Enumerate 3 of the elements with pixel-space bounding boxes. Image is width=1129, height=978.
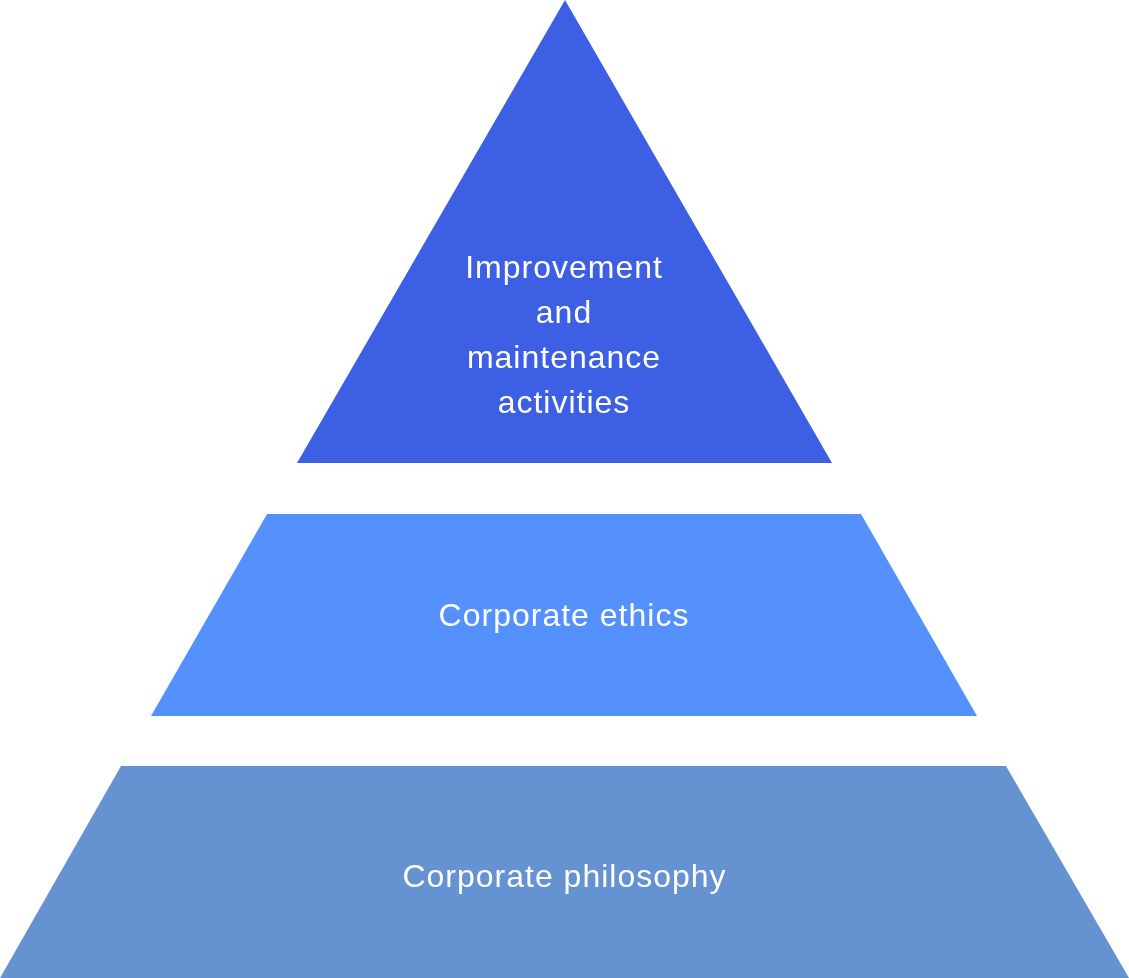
tier-label: Corporate ethics <box>437 595 691 635</box>
tier-label: Corporate philosophy <box>401 856 728 896</box>
tier-label: Improvement and maintenance activities <box>464 248 664 422</box>
